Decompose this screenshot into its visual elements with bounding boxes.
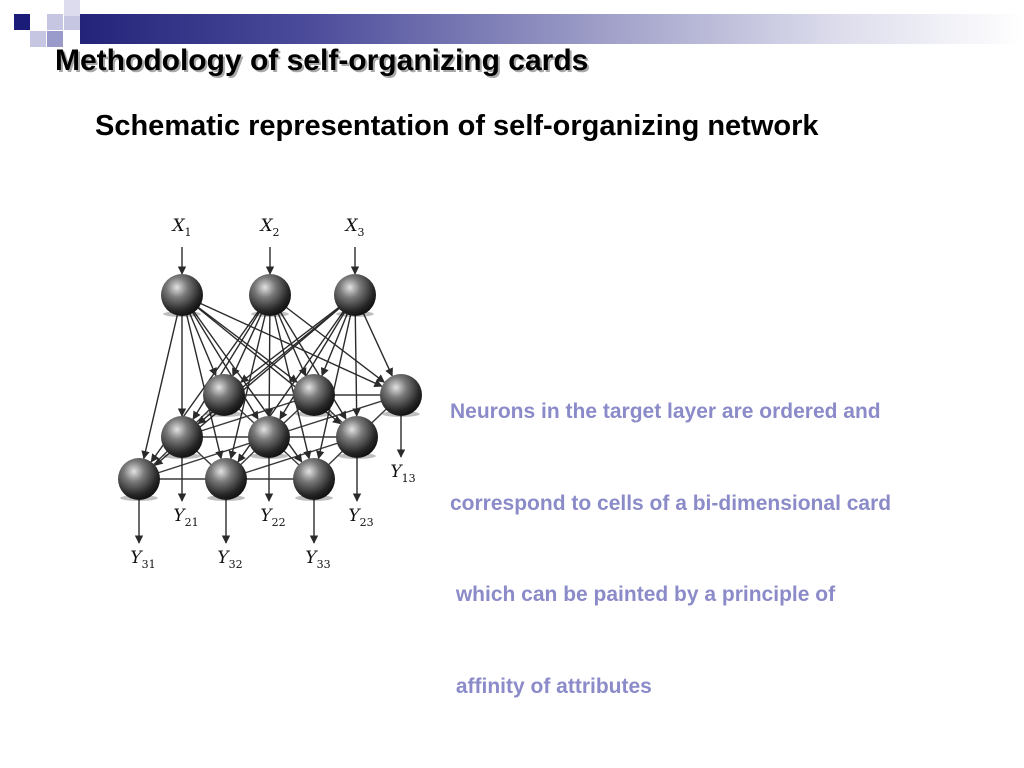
connection-arrow: [228, 294, 271, 460]
output-label: Y31: [130, 548, 155, 571]
output-neuron: [293, 374, 335, 416]
output-neuron: [205, 458, 247, 500]
output-label: Y21: [173, 506, 198, 529]
description-line: which can be painted by a principle of: [450, 583, 836, 606]
output-label: Y22: [260, 506, 285, 529]
output-label: Y32: [217, 548, 242, 571]
output-neuron: [161, 416, 203, 458]
lattice-link: [181, 394, 315, 438]
slide-title: Methodology of self-organizing cards: [55, 44, 589, 77]
output-label: Y23: [348, 506, 373, 529]
output-neuron: [118, 458, 160, 500]
decor-square: [47, 31, 63, 47]
input-neuron: [249, 274, 291, 316]
header-banner: [80, 14, 1024, 44]
connection-arrow: [316, 294, 356, 460]
diagram-heading: Schematic representation of self-organiz…: [95, 110, 819, 142]
description-line: affinity of attributes: [450, 674, 652, 698]
output-label: Y13: [390, 462, 415, 485]
output-neuron: [293, 458, 335, 500]
output-neuron: [203, 374, 245, 416]
output-neuron: [336, 416, 378, 458]
connection-arrow: [269, 294, 385, 383]
decor-square: [64, 14, 80, 30]
connection-arrow: [279, 294, 356, 420]
connection-arrow: [181, 294, 383, 387]
output-neuron: [248, 416, 290, 458]
description-line: correspond to cells of a bi-dimensional …: [450, 491, 892, 515]
output-label: Y33: [305, 548, 330, 571]
description: Neurons in the target layer are ordered …: [450, 336, 891, 733]
decor-square: [14, 14, 30, 30]
connection-arrow: [181, 294, 224, 460]
input-label: X2: [258, 216, 279, 239]
description-line: Neurons in the target layer are ordered …: [450, 400, 881, 423]
decor-square: [30, 31, 46, 47]
input-label: X3: [343, 216, 364, 239]
input-label: X1: [170, 216, 191, 239]
decor-square: [64, 0, 80, 16]
connection-arrow: [141, 294, 183, 460]
lattice-link: [138, 436, 270, 480]
input-neuron: [161, 274, 203, 316]
connection-arrow: [269, 294, 312, 460]
decor-square: [47, 14, 63, 30]
output-neuron: [380, 374, 422, 416]
connection-arrow: [240, 294, 356, 383]
lattice-link: [225, 436, 358, 480]
input-neuron: [334, 274, 376, 316]
neurons: [118, 274, 422, 501]
